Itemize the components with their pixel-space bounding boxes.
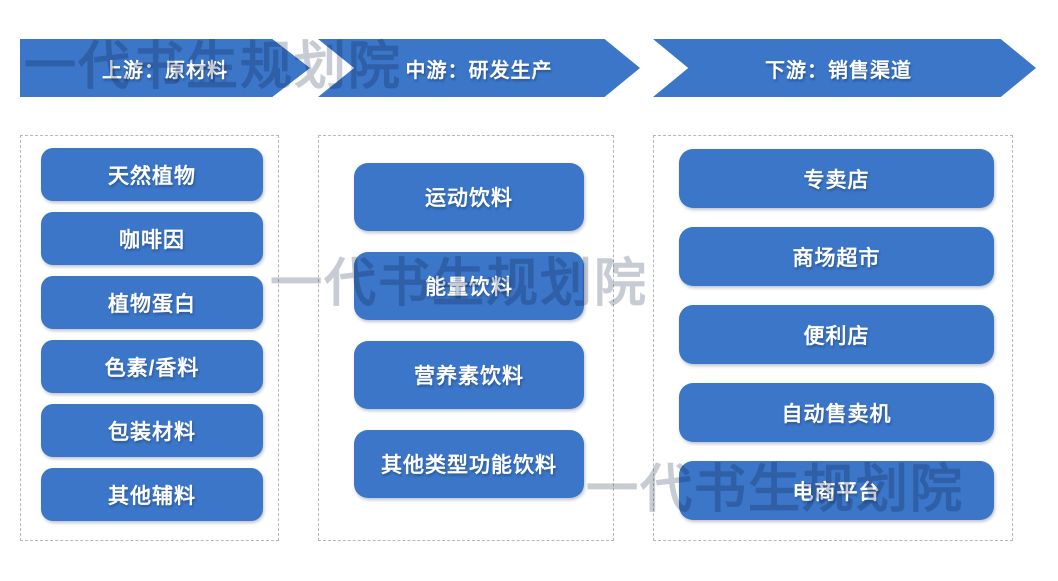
- node-midstream-sports-drinks: 运动饮料: [354, 163, 584, 231]
- node-midstream-nutrient-drinks: 营养素饮料: [354, 341, 584, 409]
- node-downstream-specialty-store: 专卖店: [679, 149, 994, 208]
- group-downstream: 专卖店 商场超市 便利店 自动售卖机 电商平台: [653, 135, 1013, 541]
- stage-arrow-downstream: 下游：销售渠道: [653, 39, 1036, 97]
- stage-label-upstream: 上游：原材料: [102, 59, 228, 82]
- node-upstream-pigments-flavors: 色素/香料: [41, 340, 263, 393]
- group-upstream: 天然植物 咖啡因 植物蛋白 色素/香料 包装材料 其他辅料: [20, 135, 279, 541]
- stage-label-downstream: 下游：销售渠道: [765, 59, 912, 82]
- node-upstream-packaging-materials: 包装材料: [41, 404, 263, 457]
- node-midstream-energy-drinks: 能量饮料: [354, 252, 584, 320]
- node-downstream-mall-supermarket: 商场超市: [679, 227, 994, 286]
- stage-arrow-upstream: 上游：原材料: [20, 39, 310, 97]
- node-upstream-natural-plants: 天然植物: [41, 148, 263, 201]
- node-downstream-convenience-store: 便利店: [679, 305, 994, 364]
- node-upstream-plant-protein: 植物蛋白: [41, 276, 263, 329]
- group-midstream: 运动饮料 能量饮料 营养素饮料 其他类型功能饮料: [318, 135, 614, 541]
- node-downstream-vending-machine: 自动售卖机: [679, 383, 994, 442]
- node-midstream-other-functional-drinks: 其他类型功能饮料: [354, 430, 584, 498]
- stage-label-midstream: 中游：研发生产: [405, 59, 553, 82]
- node-downstream-ecommerce-platform: 电商平台: [679, 461, 994, 520]
- node-upstream-other-auxiliaries: 其他辅料: [41, 468, 263, 521]
- stage-arrow-midstream: 中游：研发生产: [318, 39, 640, 97]
- node-upstream-caffeine: 咖啡因: [41, 212, 263, 265]
